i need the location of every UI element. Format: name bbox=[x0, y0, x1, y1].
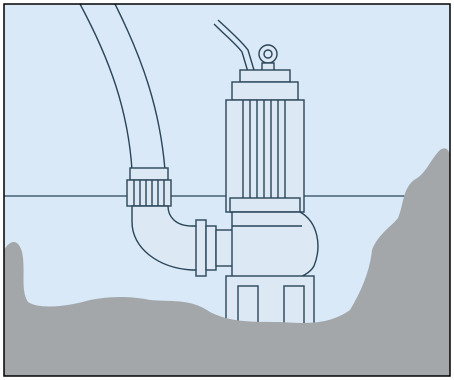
pump-motor-housing bbox=[225, 69, 305, 213]
power-cable bbox=[213, 23, 249, 73]
power-cable-inner bbox=[217, 19, 255, 71]
pipe-flange bbox=[195, 219, 235, 277]
pump-base-stand bbox=[225, 275, 315, 325]
pump-volute bbox=[231, 211, 319, 282]
discharge-hose bbox=[79, 3, 166, 171]
diagram-frame bbox=[3, 3, 451, 377]
ground-pit bbox=[4, 148, 450, 376]
lifting-eye bbox=[258, 44, 278, 76]
hose-coupling bbox=[126, 167, 172, 207]
